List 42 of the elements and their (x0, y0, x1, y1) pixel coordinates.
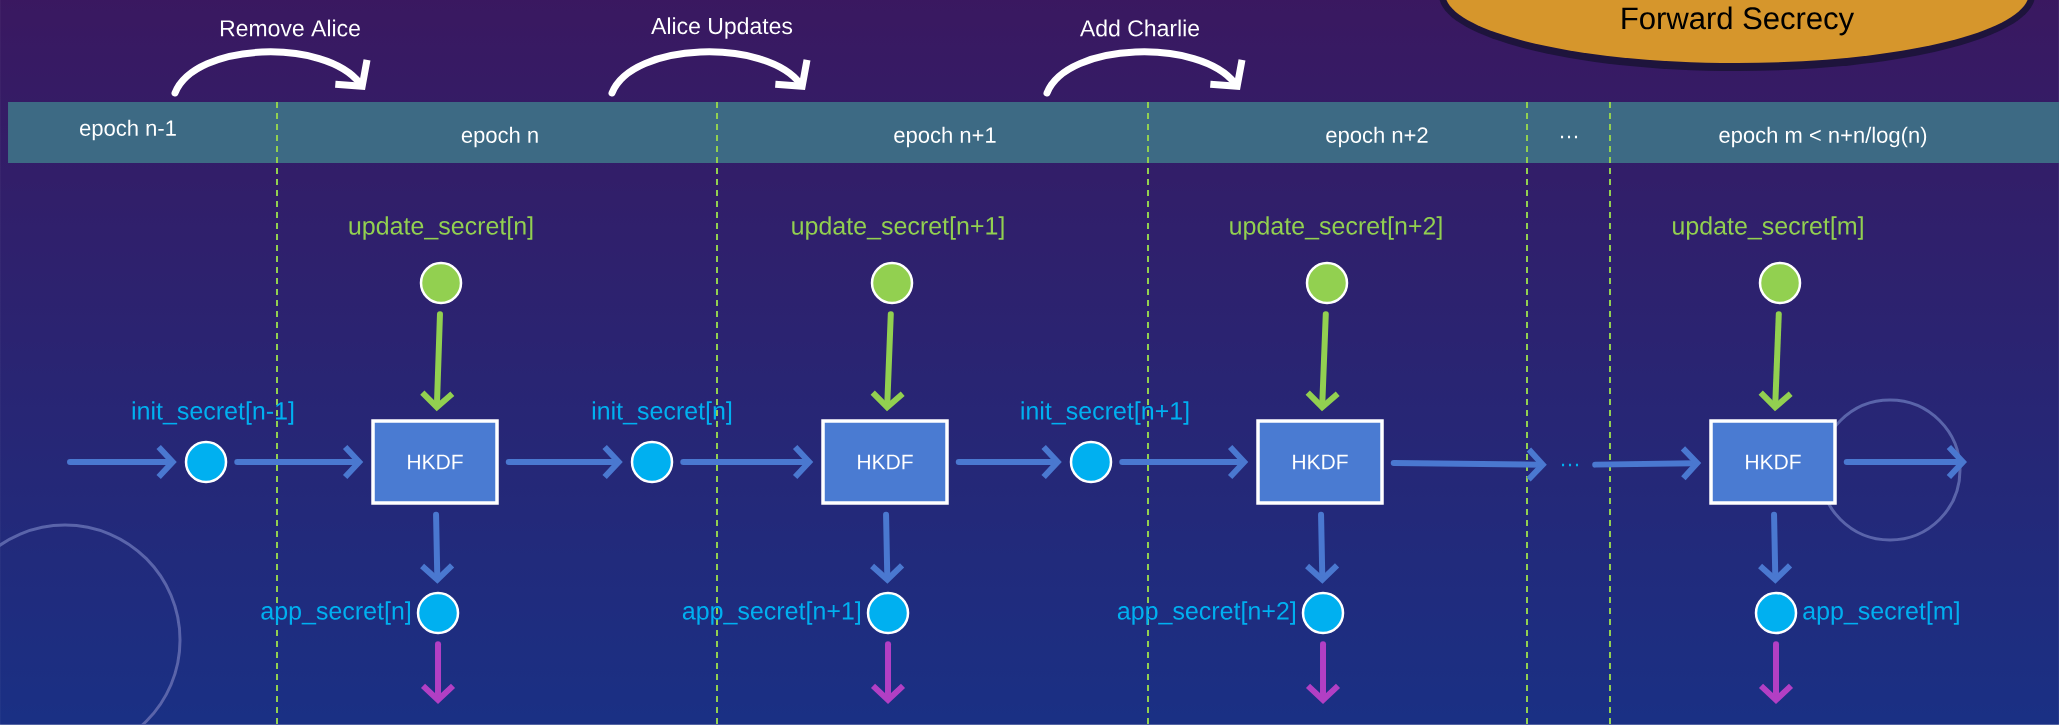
ellipsis-text: … (1562, 463, 1579, 467)
secret-label: init_secret[n-1] (132, 401, 294, 425)
arrow (870, 511, 905, 584)
arrow (680, 444, 814, 480)
process-box: HKDF (371, 419, 499, 505)
epoch-label: … (1561, 135, 1578, 139)
secret-label: init_secret[n] (592, 401, 732, 425)
action-label: Remove Alice (220, 19, 360, 37)
arrow (420, 511, 455, 584)
arrow (1843, 444, 1967, 480)
arrow (870, 311, 905, 412)
arrow (1119, 444, 1249, 480)
epoch-label: epoch n (461, 126, 538, 148)
arrow (1390, 447, 1547, 482)
epoch-label: epoch n+2 (1326, 126, 1428, 148)
action-label: Alice Updates (651, 17, 793, 39)
arrow (1305, 311, 1340, 412)
epoch-label: epoch m < n+n/log(n) (1719, 126, 1927, 148)
secret-label: update_secret[m] (1673, 216, 1863, 240)
secret-label: update_secret[n+1] (792, 216, 1004, 240)
secret-label: app_secret[m] (1803, 601, 1959, 625)
epoch-label: epoch n+1 (894, 126, 996, 148)
process-box: HKDF (1709, 419, 1837, 505)
secret-label: update_secret[n] (349, 216, 533, 240)
secret-label: app_secret[n+1] (682, 601, 860, 625)
arrow (505, 444, 623, 480)
arrow (955, 444, 1062, 480)
arrow (67, 444, 177, 480)
arrow (1592, 446, 1702, 481)
secret-label: init_secret[n+1] (1021, 401, 1189, 425)
arrow (420, 311, 455, 412)
arrow (1758, 311, 1793, 412)
process-box: HKDF (1256, 419, 1384, 505)
arrow (1758, 511, 1793, 584)
process-box: HKDF (821, 419, 949, 505)
secret-label: app_secret[n] (261, 601, 410, 625)
secret-label: update_secret[n+2] (1230, 216, 1442, 240)
epoch-label: epoch n-1 (80, 119, 176, 141)
arrow (1305, 511, 1340, 584)
secret-label: app_secret[n+2] (1117, 601, 1295, 625)
arrow (234, 444, 364, 480)
action-label: Add Charlie (1079, 19, 1200, 37)
